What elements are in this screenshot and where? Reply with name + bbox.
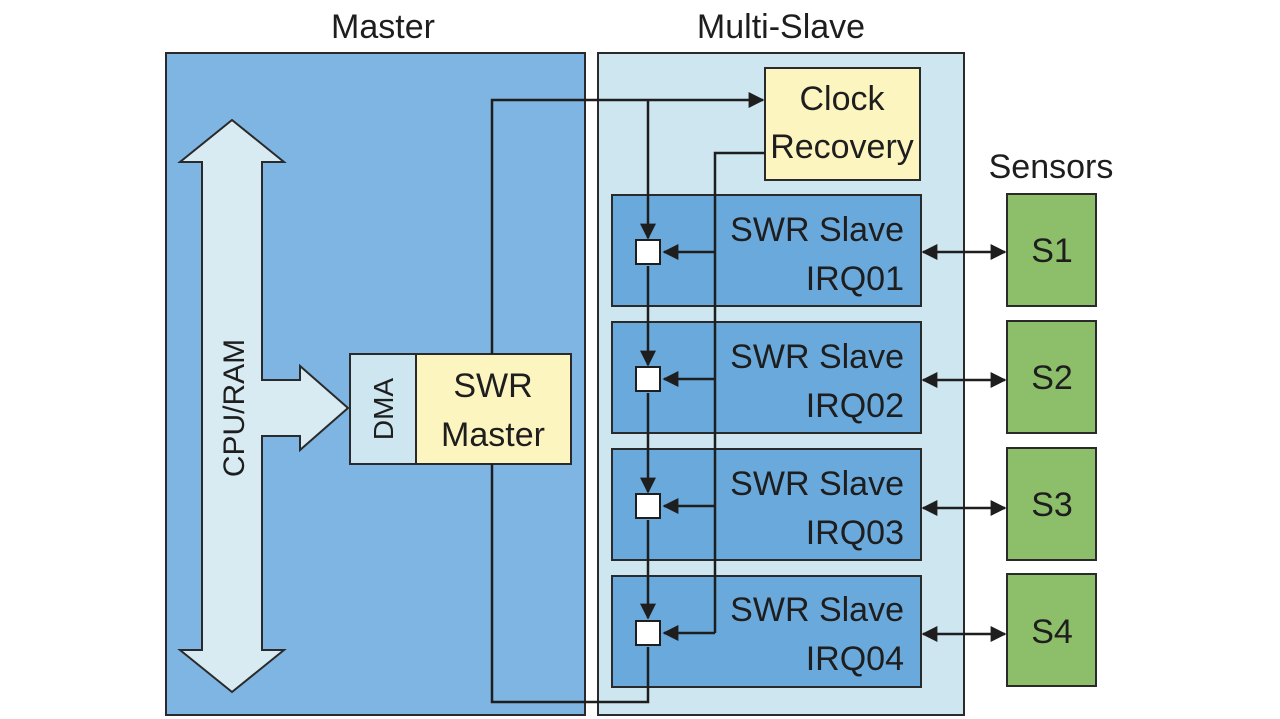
sensor-label: S2 — [1031, 359, 1073, 397]
clock-line — [713, 151, 765, 633]
sensors-title: Sensors — [989, 148, 1114, 186]
sensor-s2: S2 — [1006, 320, 1097, 434]
master-title: Master — [331, 8, 435, 46]
multi-slave-title: Multi-Slave — [697, 8, 865, 46]
swr-slave-irq: IRQ04 — [806, 640, 904, 678]
swr-slave-irq: IRQ03 — [806, 514, 904, 552]
swr-slave-irq: IRQ02 — [806, 387, 904, 425]
data-line-return — [490, 464, 650, 704]
dma-label: DMA — [368, 378, 399, 441]
clock-recovery-block — [764, 67, 921, 181]
swr-slave-name: SWR Slave — [730, 465, 904, 503]
swr-master-label-line1: SWR — [453, 367, 532, 405]
swr-master-label-line2: Master — [441, 416, 545, 454]
swr-slave-name: SWR Slave — [730, 211, 904, 249]
sensor-label: S1 — [1031, 232, 1073, 270]
sensor-s4: S4 — [1006, 573, 1097, 687]
cpu-ram-bus-arrow — [177, 118, 350, 694]
swr-slave-name: SWR Slave — [730, 591, 904, 629]
register-square-2 — [635, 366, 661, 392]
register-square-4 — [635, 620, 661, 646]
swr-slave-name: SWR Slave — [730, 338, 904, 376]
swr-master-block — [415, 353, 572, 465]
clock-recovery-label-line1: Clock — [799, 80, 885, 118]
sensor-s1: S1 — [1006, 193, 1097, 307]
sensor-s3: S3 — [1006, 447, 1097, 561]
swr-slave-irq: IRQ01 — [806, 260, 904, 298]
data-line-master-loop — [490, 92, 765, 354]
register-square-1 — [635, 239, 661, 265]
sensor-label: S4 — [1031, 613, 1073, 651]
clock-recovery-label-line2: Recovery — [770, 128, 914, 166]
register-square-3 — [635, 493, 661, 519]
sensor-label: S3 — [1031, 486, 1073, 524]
cpu-ram-label: CPU/RAM — [218, 339, 251, 477]
dma-block — [349, 353, 417, 465]
swr-slave-block-4: SWR Slave IRQ04 — [611, 575, 922, 688]
